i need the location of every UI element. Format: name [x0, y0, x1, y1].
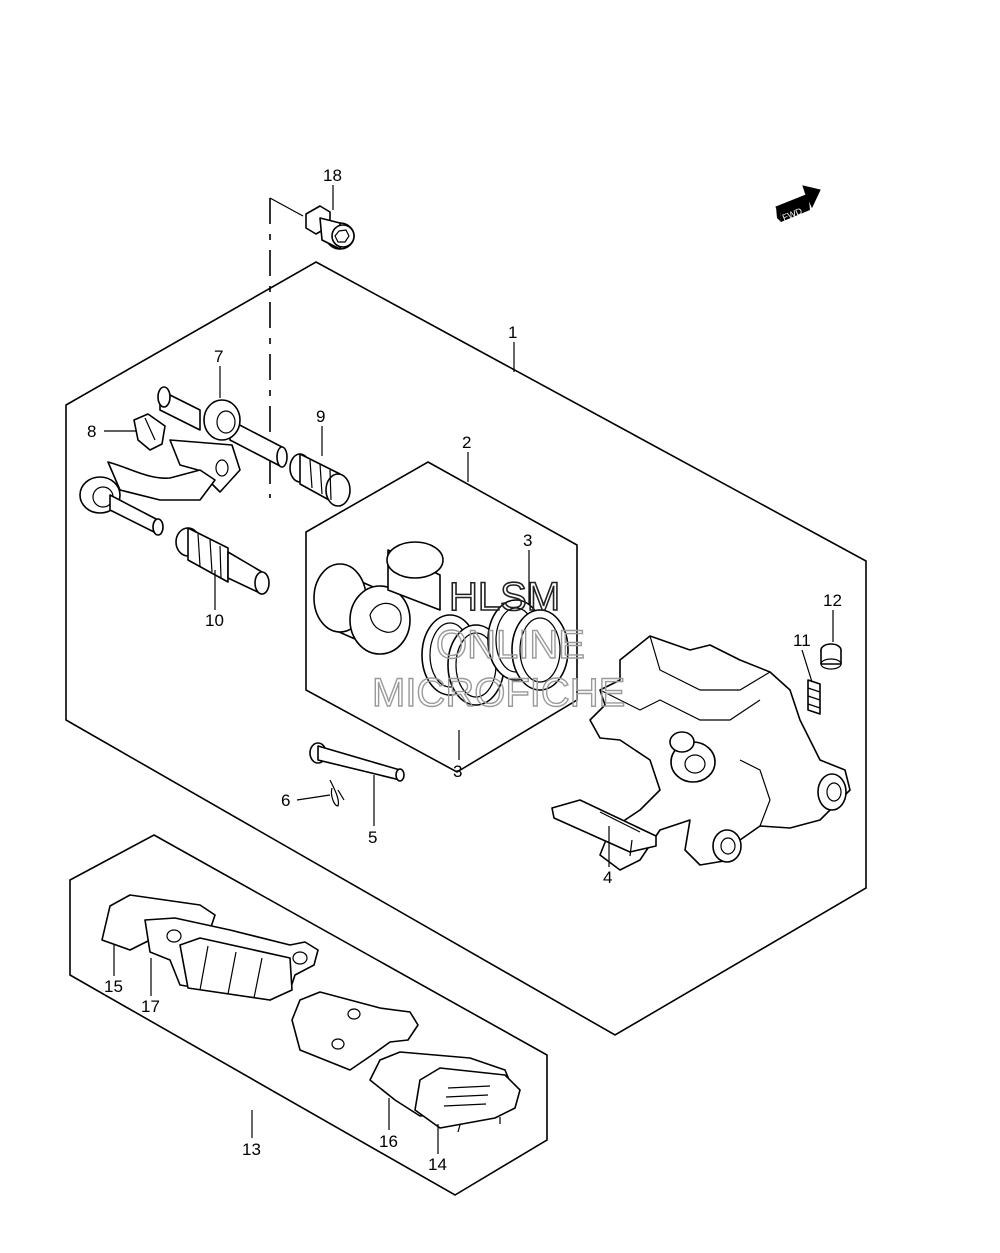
boot-part-10: [175, 527, 270, 595]
pistons-part-2: [313, 541, 444, 655]
pad-spring-part-4: [551, 799, 657, 857]
leader-lines: [104, 185, 834, 1154]
caliper-assembly-outline: [65, 261, 867, 1036]
callout-9: 9: [316, 407, 325, 426]
callout-15: 15: [104, 977, 123, 996]
callout-8: 8: [87, 422, 96, 441]
bolt-part-18: [305, 205, 355, 250]
callout-6: 6: [281, 791, 290, 810]
callout-11: 11: [793, 631, 811, 650]
callout-labels: 1 2 3 3 4 5 6 7 8 9 10 11 12 13 14 15 16…: [87, 166, 842, 1174]
clip-part-6: [329, 779, 345, 807]
callout-3-top: 3: [523, 531, 532, 550]
caliper-body: [589, 635, 851, 871]
slide-pin-part-7: [157, 386, 288, 493]
brake-pad-left: [101, 894, 319, 1001]
seals-part-3: [421, 599, 569, 706]
brake-pad-right: [291, 991, 521, 1133]
callout-12: 12: [823, 591, 842, 610]
callout-14: 14: [428, 1155, 447, 1174]
watermark-line-2: ONLINE: [436, 623, 585, 667]
callout-7: 7: [214, 347, 223, 366]
callout-16: 16: [379, 1132, 398, 1151]
brake-pad-set-outline: [69, 834, 548, 1196]
watermark-line-1: HLSM: [449, 575, 560, 619]
spring-clip-part-8: [133, 413, 166, 451]
bracket-pin-assembly: [79, 461, 216, 536]
piston-set-outline: [305, 461, 578, 773]
watermark-line-3: MICROFICHE: [372, 671, 625, 715]
callout-5: 5: [368, 828, 377, 847]
watermark: HLSM ONLINE MICROFICHE: [371, 574, 626, 716]
callout-1: 1: [508, 323, 517, 342]
pad-pin-part-5: [309, 742, 405, 782]
callout-18: 18: [323, 166, 342, 185]
bleeder-valve-part-11: [807, 679, 821, 715]
fwd-arrow-icon: FWD: [775, 185, 821, 223]
boot-part-9: [289, 453, 351, 507]
callout-3-bottom: 3: [453, 762, 462, 781]
bleeder-cap-part-12: [820, 643, 842, 670]
callout-10: 10: [205, 611, 224, 630]
callout-17: 17: [141, 997, 160, 1016]
callout-13: 13: [242, 1140, 261, 1159]
callout-4: 4: [603, 868, 612, 887]
callout-2: 2: [462, 433, 471, 452]
